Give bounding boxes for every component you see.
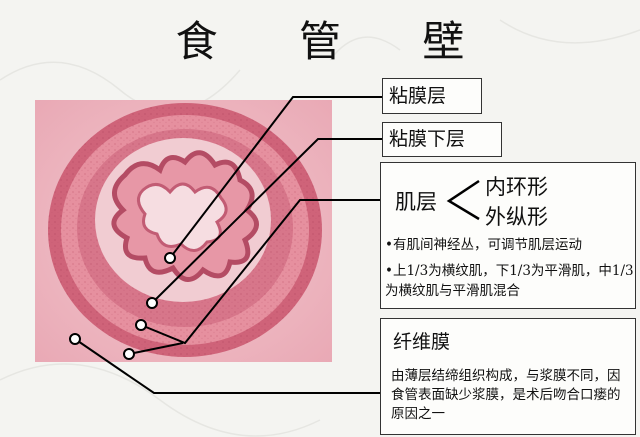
adventitia-box: 纤维膜 由薄层结缔组织构成，与浆膜不同，因食管表面缺少浆膜，是术后吻合口瘘的原因… [380, 318, 636, 435]
marker-mucosa [164, 252, 176, 264]
nerve-plexus-note: •有肌间神经丛，可调节肌层运动 [385, 237, 582, 253]
leader-adventitia [74, 338, 380, 394]
marker-adventitia [69, 333, 81, 345]
mucosa-label-box: 粘膜层 [382, 78, 482, 114]
leader-outer-muscle [128, 342, 184, 355]
marker-outer-muscle [123, 348, 135, 360]
leader-inner-muscle [140, 199, 380, 345]
esophagus-cross-section [35, 100, 332, 362]
marker-inner-muscle [135, 319, 147, 331]
muscularis-box: 肌层 内环形 外纵形 •有肌间神经丛，可调节肌层运动 •上1/3为横纹肌，下1/… [380, 162, 636, 309]
muscularis-label: 肌层 [395, 190, 437, 214]
adventitia-description: 由薄层结缔组织构成，与浆膜不同，因食管表面缺少浆膜，是术后吻合口瘘的原因之一 [391, 368, 621, 422]
muscle-composition-note: •上1/3为横纹肌，下1/3为平滑肌，中1/3为横纹肌与平滑肌混合 [385, 263, 634, 299]
leader-mucosa [169, 96, 382, 259]
outer-longitudinal-label: 外纵形 [485, 205, 548, 229]
submucosa-label-box: 粘膜下层 [382, 122, 502, 157]
inner-circular-label: 内环形 [485, 175, 548, 199]
page-title: 食 管 壁 [175, 17, 499, 66]
adventitia-label: 纤维膜 [393, 331, 451, 353]
leader-submucosa [151, 138, 382, 304]
bracket-icon [446, 179, 480, 221]
marker-submucosa [146, 297, 158, 309]
